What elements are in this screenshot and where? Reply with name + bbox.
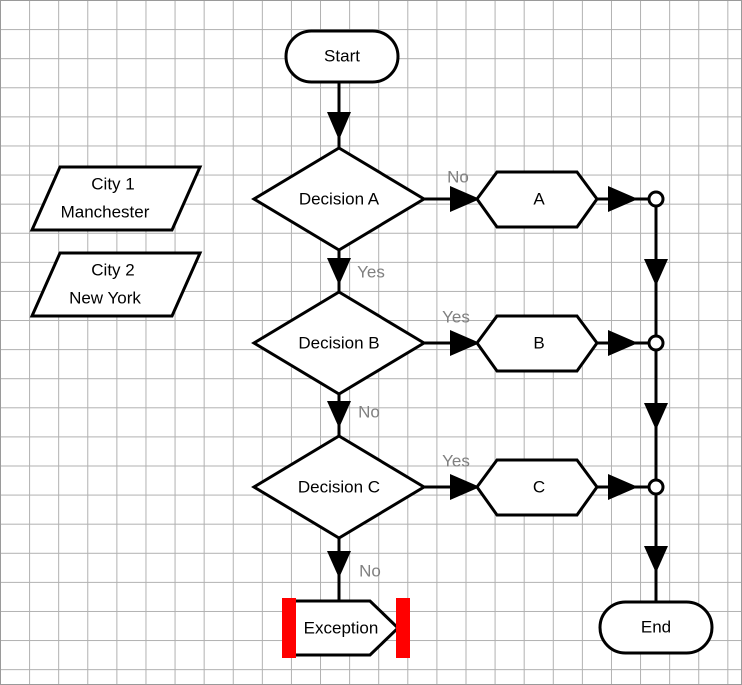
node-start-label: Start: [324, 46, 360, 65]
node-decision-a-label: Decision A: [299, 189, 380, 208]
node-city-1-line1: City 1: [91, 174, 134, 193]
node-decision-b-label: Decision B: [298, 333, 379, 352]
node-exception-label: Exception: [304, 618, 379, 637]
edge-label-c-no: No: [359, 561, 381, 580]
connector-decision-b-to-process-b: [424, 330, 480, 356]
arrow-head-icon: [608, 186, 638, 212]
node-exception[interactable]: Exception: [282, 598, 410, 658]
arrow-head-icon: [327, 551, 351, 578]
arrow-head-icon: [644, 403, 668, 430]
connector-process-b-to-junction-2: [596, 330, 648, 356]
connector-decision-c-to-exception: [327, 538, 351, 600]
connector-process-a-to-junction-1: [596, 186, 648, 212]
node-city-1[interactable]: City 1 Manchester: [29, 165, 203, 232]
node-process-b-label: B: [533, 333, 544, 352]
node-decision-c[interactable]: Decision C: [251, 434, 427, 540]
edge-label-b-no: No: [358, 402, 380, 421]
connector-decision-c-to-process-c: [424, 474, 480, 500]
connector-junction-3-to-end: [644, 487, 668, 602]
connector-decision-b-to-decision-c: [327, 394, 351, 438]
node-city-2[interactable]: City 2 New York: [29, 251, 203, 318]
arrow-head-icon: [608, 330, 638, 356]
node-process-b[interactable]: B: [475, 314, 599, 373]
edge-label-c-yes: Yes: [442, 451, 470, 470]
connector-decision-a-to-process-a: [424, 186, 480, 212]
connector-junction-2-to-junction-3: [644, 343, 668, 487]
arrow-head-icon: [608, 474, 638, 500]
arrow-head-icon: [644, 259, 668, 286]
node-decision-a[interactable]: Decision A: [251, 146, 427, 252]
edge-label-b-yes: Yes: [442, 307, 470, 326]
node-city-2-line2: New York: [69, 288, 141, 307]
arrow-head-icon: [450, 186, 480, 212]
node-process-a[interactable]: A: [475, 170, 599, 229]
junction-dot-2: [647, 334, 665, 352]
junction-dot-1: [647, 190, 665, 208]
edge-label-a-no: No: [447, 167, 469, 186]
arrow-head-icon: [327, 258, 351, 285]
exception-left-marker: [282, 598, 296, 658]
node-end-label: End: [641, 617, 671, 636]
arrow-head-icon: [327, 401, 351, 428]
connector-junction-1-to-junction-2: [644, 199, 668, 343]
exception-right-marker: [396, 598, 410, 658]
node-end[interactable]: End: [598, 600, 714, 655]
connector-start-to-decision-a: [327, 82, 351, 148]
node-city-2-line1: City 2: [91, 260, 134, 279]
edge-label-a-yes: Yes: [357, 262, 385, 281]
node-decision-b[interactable]: Decision B: [251, 290, 427, 396]
arrow-head-icon: [450, 474, 480, 500]
node-start[interactable]: Start: [284, 29, 400, 84]
node-decision-c-label: Decision C: [298, 477, 380, 496]
node-process-a-label: A: [533, 189, 545, 208]
connector-process-c-to-junction-3: [596, 474, 648, 500]
node-city-1-line2: Manchester: [61, 202, 150, 221]
node-process-c[interactable]: C: [475, 458, 599, 517]
junction-dot-3: [647, 478, 665, 496]
connector-decision-a-to-decision-b: [327, 250, 351, 295]
arrow-head-icon: [644, 546, 668, 573]
node-process-c-label: C: [533, 477, 545, 496]
arrow-head-icon: [450, 330, 480, 356]
